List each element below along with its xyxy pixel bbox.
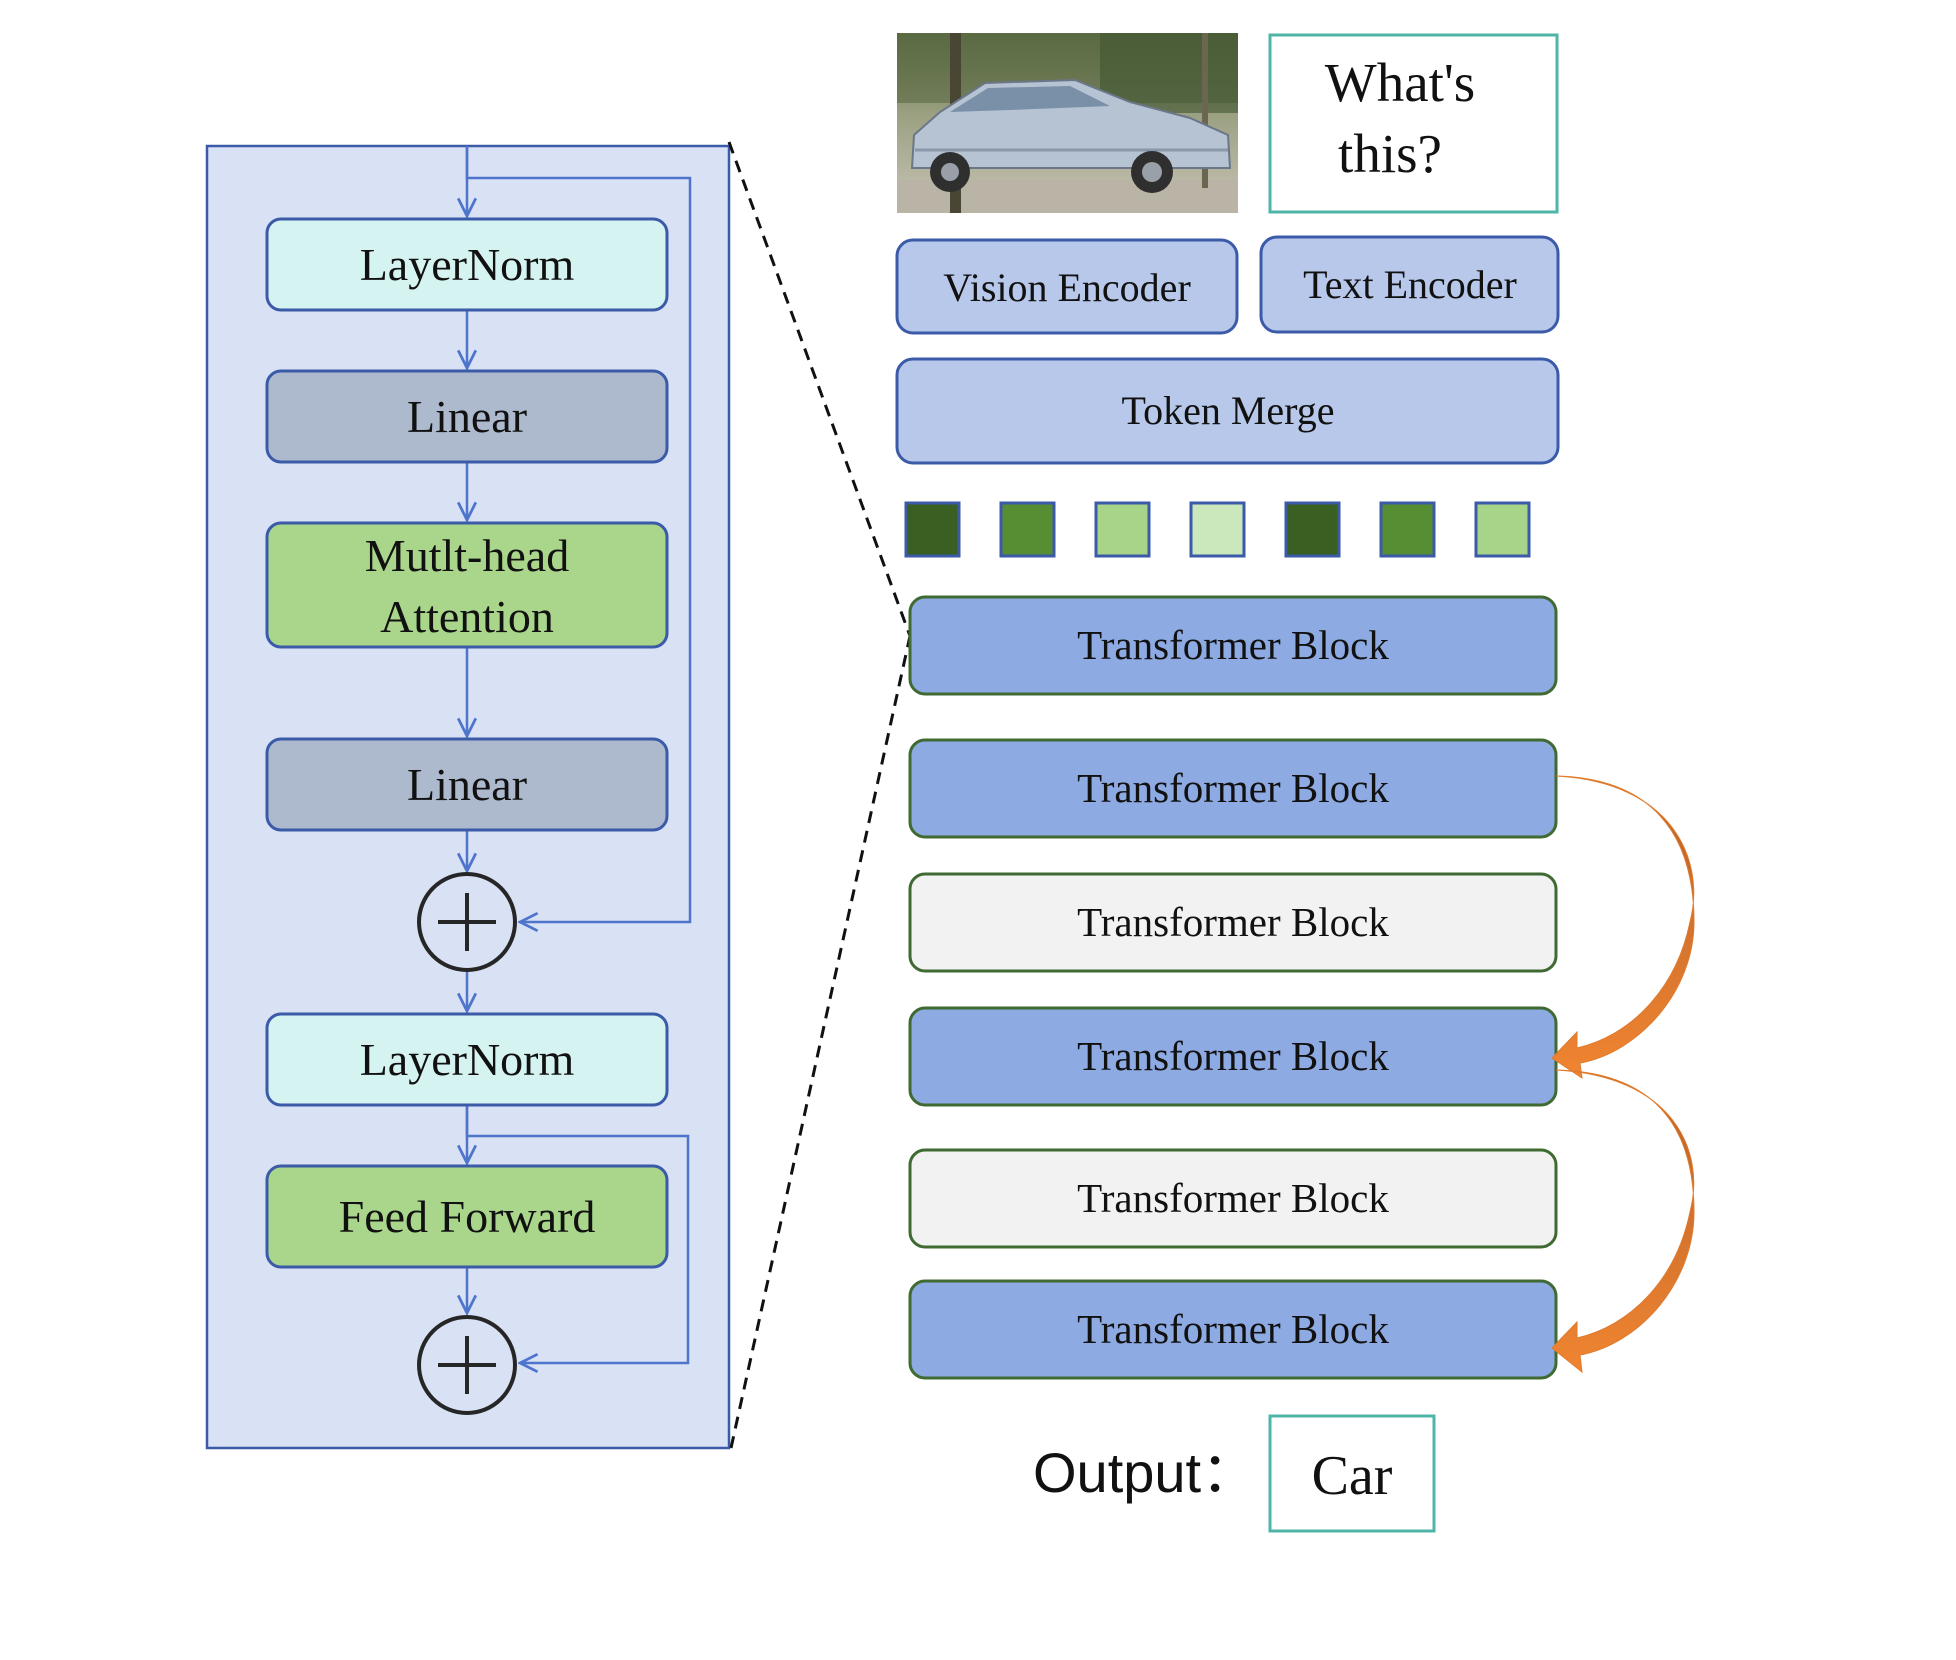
- add-node-1: [417, 872, 517, 972]
- transformer-block-5: Transformer Block: [908, 1148, 1558, 1249]
- transformer-block-box: [908, 1279, 1558, 1380]
- text-encoder-label: Text Encoder: [1303, 262, 1517, 307]
- skip-arrow-2: [1551, 1069, 1695, 1374]
- token-square: [1474, 501, 1531, 558]
- vision-encoder-box: Vision Encoder: [895, 238, 1239, 335]
- feedforward-box: Feed Forward: [265, 1164, 669, 1269]
- feedforward-label: Feed Forward: [339, 1191, 596, 1242]
- token-merge-box: Token Merge: [895, 357, 1560, 465]
- layernorm-box-2: LayerNorm: [265, 1012, 669, 1107]
- vision-encoder-label: Vision Encoder: [943, 265, 1191, 310]
- zoom-guide-line-top: [727, 141, 912, 637]
- attention-box: Mutlt-head Attention: [265, 521, 669, 649]
- transformer-block-label: Transformer Block: [1077, 899, 1389, 945]
- transformer-detail-panel: LayerNorm Linear Mutlt-head Attention Li…: [205, 144, 731, 1450]
- zoom-guide-line-bottom: [729, 635, 912, 1449]
- token-merge-label: Token Merge: [1121, 388, 1334, 433]
- transformer-block-label: Transformer Block: [1077, 765, 1389, 811]
- skip-arrow-body: [1551, 1069, 1695, 1374]
- layernorm-label-1: LayerNorm: [360, 239, 575, 290]
- linear-label-1: Linear: [407, 391, 527, 442]
- car-shape: [910, 78, 1232, 193]
- add-node-2: [417, 1315, 517, 1415]
- token-square: [1094, 501, 1151, 558]
- transformer-block-box: [908, 872, 1558, 973]
- layernorm-label-2: LayerNorm: [360, 1034, 575, 1085]
- token-square: [1189, 501, 1246, 558]
- token-square: [999, 501, 1056, 558]
- transformer-block-4: Transformer Block: [908, 1006, 1558, 1107]
- token-square: [1284, 501, 1341, 558]
- question-line2: this?: [1338, 123, 1442, 184]
- transformer-block-6: Transformer Block: [908, 1279, 1558, 1380]
- question-box: What's this?: [1268, 33, 1559, 214]
- transformer-block-label: Transformer Block: [1077, 1175, 1389, 1221]
- transformer-block-3: Transformer Block: [908, 872, 1558, 973]
- transformer-block-box: [908, 1148, 1558, 1249]
- transformer-block-label: Transformer Block: [1077, 1033, 1389, 1079]
- linear-box-2: Linear: [265, 737, 669, 832]
- transformer-block-label: Transformer Block: [1077, 1306, 1389, 1352]
- skip-arrow-1: [1551, 775, 1695, 1080]
- token-square: [904, 501, 961, 558]
- transformer-block-1: Transformer Block: [908, 595, 1558, 696]
- skip-arrow-body: [1551, 775, 1695, 1080]
- input-image: [897, 33, 1238, 213]
- linear-label-2: Linear: [407, 759, 527, 810]
- output-box: Car: [1268, 1414, 1436, 1533]
- attention-label-line2: Attention: [380, 591, 554, 642]
- transformer-block-2: Transformer Block: [908, 738, 1558, 839]
- output-label: Output：: [1033, 1441, 1257, 1504]
- transformer-block-box: [908, 738, 1558, 839]
- transformer-block-label: Transformer Block: [1077, 622, 1389, 668]
- output-value: Car: [1312, 1445, 1393, 1507]
- text-encoder-box: Text Encoder: [1259, 235, 1560, 334]
- attention-label-line1: Mutlt-head: [365, 530, 569, 581]
- question-line1: What's: [1325, 52, 1475, 113]
- layernorm-box-1: LayerNorm: [265, 217, 669, 312]
- token-square: [1379, 501, 1436, 558]
- linear-box-1: Linear: [265, 369, 669, 464]
- token-row: [904, 501, 1531, 558]
- transformer-block-box: [908, 595, 1558, 696]
